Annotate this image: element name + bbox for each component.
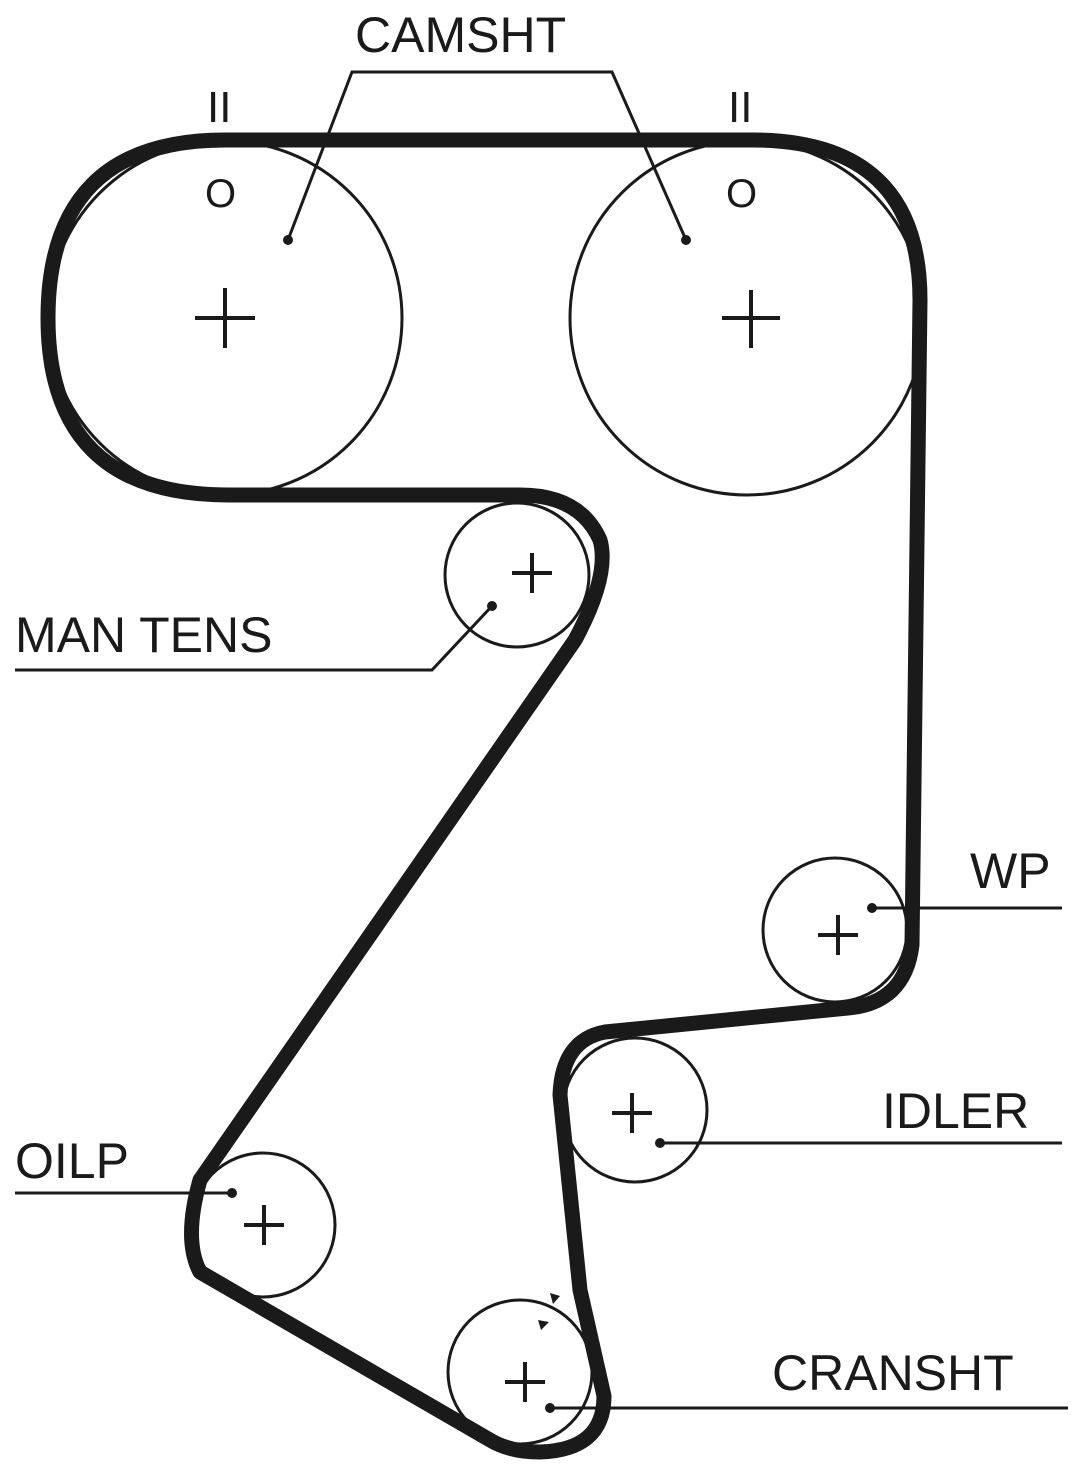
- camshaft-label: CAMSHT: [355, 7, 566, 63]
- manual-tensioner-leader-line: [15, 604, 494, 672]
- right-camshaft-circle-mark: O: [726, 172, 757, 216]
- idler-center-icon: [612, 1093, 652, 1133]
- crankshaft-label: CRANSHT: [772, 1345, 1014, 1401]
- water-pump-marker: [867, 903, 877, 913]
- right-camshaft-center-icon: [722, 290, 780, 348]
- oil-pump-center-icon: [244, 1205, 284, 1245]
- water-pump-pulley: [761, 856, 909, 1004]
- manual-tensioner-pulley: [443, 501, 591, 649]
- crankshaft-center-icon: [505, 1362, 545, 1402]
- left-camshaft-double-bar-mark: II: [207, 83, 231, 132]
- water-pump-center-icon: [818, 915, 858, 955]
- crankshaft-marker: [545, 1403, 555, 1413]
- left-camshaft-circle-mark: O: [205, 172, 236, 216]
- manual-tensioner-label: MAN TENS: [15, 607, 272, 663]
- timing-belt: [40, 132, 928, 1460]
- oil-pump-marker: [227, 1188, 237, 1198]
- manual-tensioner-marker: [487, 601, 497, 611]
- camshaft-right-marker: [681, 235, 691, 245]
- camshaft-left-marker: [283, 235, 293, 245]
- crankshaft-timing-arrow-icon: [538, 1293, 560, 1330]
- water-pump-label: WP: [970, 843, 1051, 899]
- manual-tensioner-center-icon: [512, 553, 552, 593]
- idler-label: IDLER: [882, 1083, 1029, 1139]
- right-camshaft-double-bar-mark: II: [728, 83, 752, 132]
- idler-marker: [655, 1138, 665, 1148]
- oil-pump-label: OILP: [15, 1133, 129, 1189]
- left-camshaft-center-icon: [195, 288, 255, 348]
- idler-pulley: [561, 1036, 709, 1184]
- camshaft-leader-line: [286, 70, 688, 241]
